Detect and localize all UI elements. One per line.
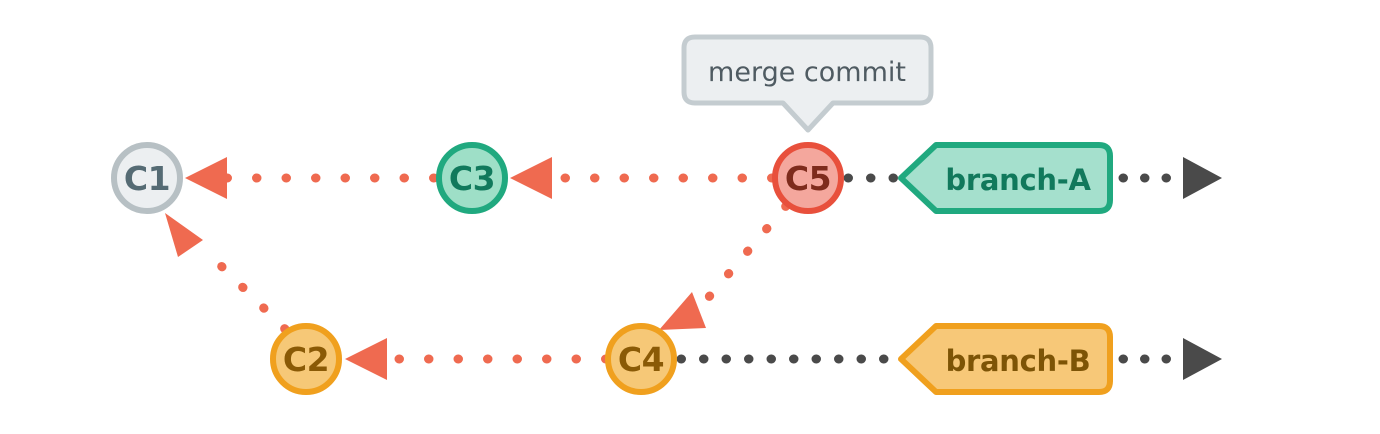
- branch-tag-branch-b[interactable]: branch-B: [898, 323, 1113, 395]
- commit-circle-c4[interactable]: [605, 323, 677, 395]
- commit-label-c5: C5: [785, 159, 831, 198]
- edge-c2-to-c1-arrowhead: [165, 213, 203, 257]
- edge-c5-to-c4-arrowhead: [659, 292, 706, 330]
- commit-node-c5[interactable]: C5: [772, 142, 844, 214]
- commit-node-c3[interactable]: C3: [436, 142, 508, 214]
- edge-c5-to-c3: [510, 157, 777, 199]
- commit-circle-c1[interactable]: [111, 142, 183, 214]
- edge-c4-to-c2-arrowhead: [345, 338, 387, 380]
- head-arrow-b-icon: [1183, 338, 1222, 380]
- edge-c4-to-c2: [345, 338, 611, 380]
- commit-node-c1[interactable]: C1: [111, 142, 183, 214]
- commit-label-c3: C3: [449, 159, 495, 198]
- branch-tag-label-b: branch-B: [946, 344, 1091, 378]
- edge-c5-to-c4-line: [692, 201, 791, 316]
- branch-tag-shape-a[interactable]: [898, 142, 1113, 214]
- edge-c2-to-c1-line: [200, 245, 290, 334]
- edge-branch-b-to-head: [1118, 338, 1222, 380]
- commit-circle-c2[interactable]: [270, 323, 342, 395]
- edge-branch-a-to-head: [1118, 157, 1222, 199]
- branch-tag-branch-a[interactable]: branch-A: [898, 142, 1113, 214]
- tooltip-text: merge commit: [708, 57, 906, 88]
- edge-c2-to-c1: [165, 213, 290, 334]
- commit-label-c4: C4: [618, 340, 664, 379]
- edge-c3-to-c1: [185, 157, 439, 199]
- commit-circle-c3[interactable]: [436, 142, 508, 214]
- commit-label-c2: C2: [283, 340, 329, 379]
- branch-tag-label-a: branch-A: [945, 163, 1091, 197]
- commit-label-c1: C1: [124, 159, 170, 198]
- edge-c3-to-c1-arrowhead: [185, 157, 227, 199]
- commit-node-c2[interactable]: C2: [270, 323, 342, 395]
- tooltip-bubble: [681, 34, 934, 133]
- commit-circle-c5[interactable]: [772, 142, 844, 214]
- commit-node-c4[interactable]: C4: [605, 323, 677, 395]
- merge-commit-tooltip: merge commit: [681, 34, 934, 133]
- branch-tag-shape-b[interactable]: [898, 323, 1113, 395]
- edge-c5-to-c3-arrowhead: [510, 157, 552, 199]
- head-arrow-a-icon: [1183, 157, 1222, 199]
- edge-c5-to-c4: [659, 201, 791, 330]
